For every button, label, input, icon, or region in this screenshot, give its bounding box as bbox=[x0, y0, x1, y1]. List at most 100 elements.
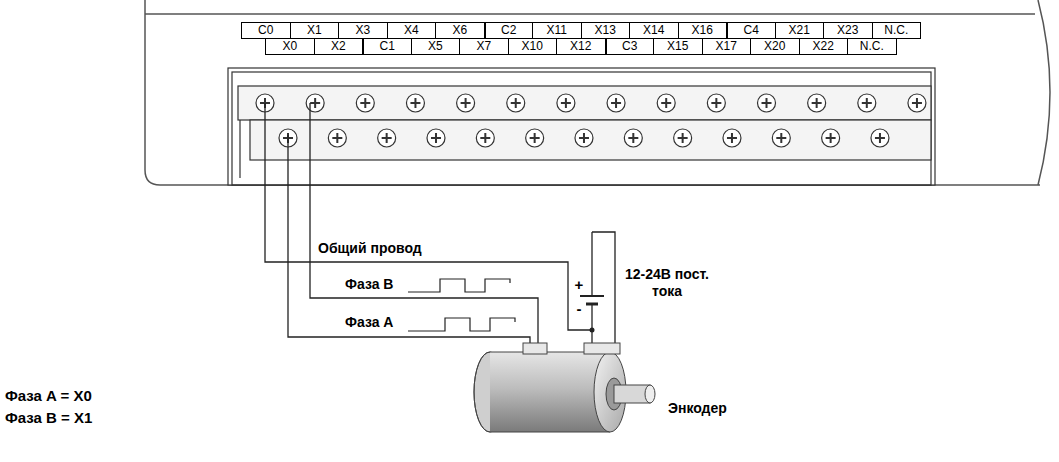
screw-head bbox=[871, 129, 889, 147]
screw-slot bbox=[826, 133, 836, 143]
terminal-label: X10 bbox=[508, 38, 558, 55]
terminal-label: X23 bbox=[823, 22, 873, 39]
terminal-label: X20 bbox=[750, 38, 800, 55]
terminal-block bbox=[228, 68, 935, 185]
encoder-body bbox=[490, 352, 610, 432]
battery-plus-wire bbox=[592, 232, 615, 343]
wire-label: Общий провод bbox=[318, 240, 422, 257]
screw-head bbox=[356, 94, 374, 112]
screw-slot bbox=[678, 133, 688, 143]
mapping-note: Фаза B = X1 bbox=[5, 409, 92, 427]
terminal-label: X12 bbox=[556, 38, 606, 55]
wires bbox=[265, 103, 615, 343]
screw-head bbox=[406, 94, 424, 112]
terminal-label: C4 bbox=[726, 22, 776, 39]
encoder-edge bbox=[474, 352, 490, 432]
encoder-body-cover bbox=[490, 352, 610, 432]
terminal-label: C3 bbox=[605, 38, 655, 55]
screw-slot bbox=[310, 98, 320, 108]
screw-head bbox=[378, 129, 396, 147]
screw-head bbox=[624, 129, 642, 147]
screw-head bbox=[707, 94, 725, 112]
terminal-label: X13 bbox=[581, 22, 631, 39]
screw-slot bbox=[628, 133, 638, 143]
voltage-label: 12-24В пост. тока bbox=[624, 266, 710, 300]
screw-head bbox=[723, 129, 741, 147]
screw-head bbox=[526, 129, 544, 147]
terminal-label: X21 bbox=[775, 22, 825, 39]
terminal-label: X11 bbox=[532, 22, 582, 39]
screw-head bbox=[822, 129, 840, 147]
screw-slot bbox=[875, 133, 885, 143]
terminal-label: N.C. bbox=[872, 22, 922, 39]
terminal-label: X4 bbox=[387, 22, 437, 39]
terminal-label: C1 bbox=[362, 38, 412, 55]
screw-slot bbox=[727, 133, 737, 143]
housing-outline bbox=[145, 0, 1040, 185]
screw-head bbox=[427, 129, 445, 147]
screw-slot bbox=[912, 98, 922, 108]
screw-head bbox=[858, 94, 876, 112]
terminal-label: X2 bbox=[314, 38, 364, 55]
battery-lead-plus bbox=[591, 232, 592, 296]
terminal-label: X0 bbox=[265, 38, 315, 55]
phase-a-wire bbox=[288, 135, 530, 343]
screw-row-top bbox=[238, 86, 931, 120]
battery-plate-long bbox=[580, 295, 604, 297]
mapping-note: Фаза A = X0 bbox=[5, 387, 92, 405]
terminal-label: X14 bbox=[629, 22, 679, 39]
screw-head bbox=[457, 94, 475, 112]
junction-dot bbox=[590, 328, 595, 333]
phase-b-wire bbox=[310, 103, 538, 343]
screw-slot bbox=[711, 98, 721, 108]
housing-line bbox=[145, 13, 1035, 15]
screw-slot bbox=[661, 98, 671, 108]
screw-head bbox=[476, 129, 494, 147]
terminal-label: N.C. bbox=[847, 38, 897, 55]
terminal-label: C2 bbox=[484, 22, 534, 39]
encoder-shaft-end bbox=[645, 385, 655, 403]
terminal-label: X7 bbox=[459, 38, 509, 55]
screw-row-bottom bbox=[250, 120, 931, 160]
screw-slot bbox=[431, 133, 441, 143]
terminal-label: X16 bbox=[678, 22, 728, 39]
screw-head bbox=[808, 94, 826, 112]
polarity-sign: - bbox=[572, 300, 586, 317]
screw-head bbox=[557, 94, 575, 112]
encoder-connector bbox=[584, 343, 620, 354]
terminal-label: X6 bbox=[435, 22, 485, 39]
encoder-connector bbox=[523, 343, 547, 354]
screw-slot bbox=[480, 133, 490, 143]
screw-head bbox=[607, 94, 625, 112]
screw-head bbox=[657, 94, 675, 112]
battery-plate-short bbox=[586, 303, 598, 306]
pulse-waveform bbox=[408, 318, 515, 331]
screw-slot bbox=[410, 98, 420, 108]
pulse-waveform bbox=[408, 279, 510, 292]
screw-head bbox=[908, 94, 926, 112]
screw-slot bbox=[530, 133, 540, 143]
terminal-label: X15 bbox=[653, 38, 703, 55]
screw-head bbox=[306, 94, 324, 112]
wire-label: Фаза A bbox=[345, 314, 393, 331]
encoder-figure bbox=[474, 343, 655, 432]
terminal-label: X1 bbox=[290, 22, 340, 39]
screw-head bbox=[328, 129, 346, 147]
encoder-edge bbox=[490, 432, 610, 433]
terminal-label: C0 bbox=[241, 22, 291, 39]
screw-slot bbox=[561, 98, 571, 108]
screw-slot bbox=[332, 133, 342, 143]
screw-slot bbox=[360, 98, 370, 108]
screw-slot bbox=[862, 98, 872, 108]
polarity-sign: + bbox=[572, 276, 586, 293]
screw-slot bbox=[611, 98, 621, 108]
screw-slot bbox=[511, 98, 521, 108]
screw-slot bbox=[776, 133, 786, 143]
screw-head bbox=[772, 129, 790, 147]
screw-head bbox=[507, 94, 525, 112]
terminal-label: X3 bbox=[338, 22, 388, 39]
housing-edge bbox=[1038, 0, 1050, 185]
screw-head bbox=[674, 129, 692, 147]
device-label: Энкодер bbox=[668, 400, 727, 417]
